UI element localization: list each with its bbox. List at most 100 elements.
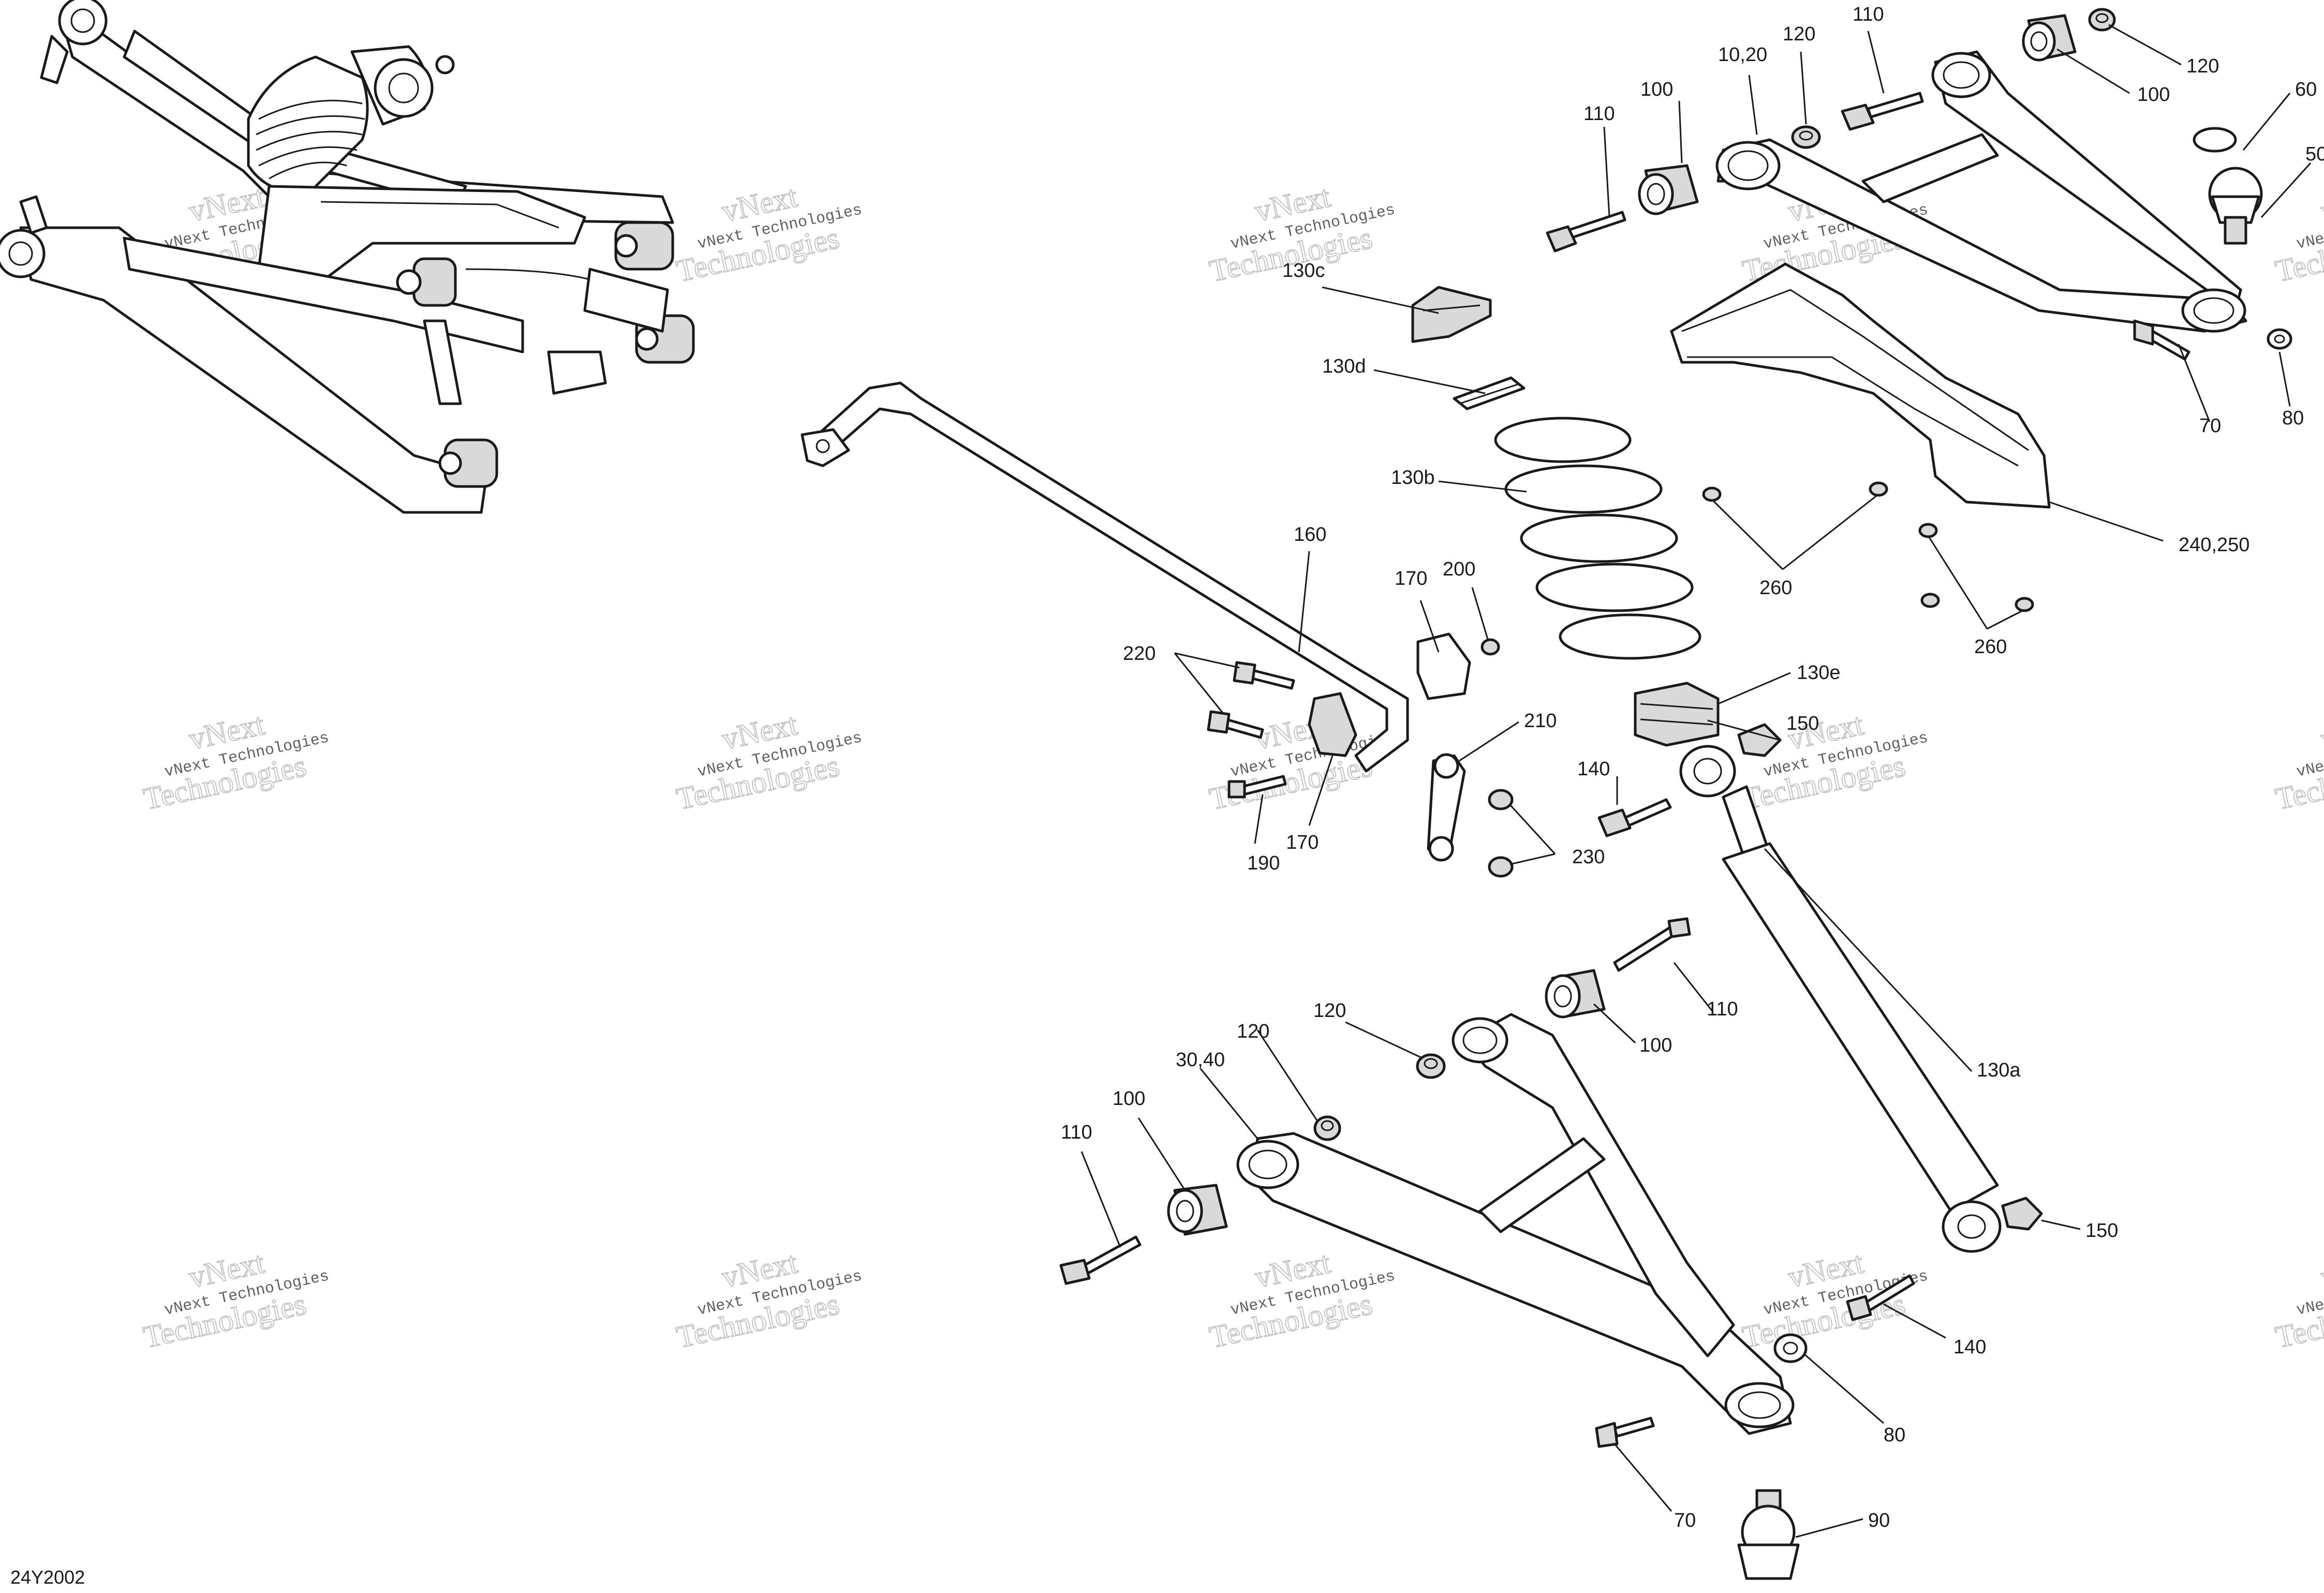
stabilizer-bar-160	[801, 381, 1409, 773]
callout-120-low: 120	[1237, 1021, 1269, 1042]
ball-joint-50	[2193, 127, 2263, 245]
skid-plate-240-250	[1670, 262, 2051, 509]
callout-70-low: 70	[1674, 1510, 1696, 1531]
callout-10-20: 10,20	[1718, 44, 1767, 66]
leader-lines	[1080, 24, 2312, 1538]
watermark-vnext: vNext	[2318, 1245, 2324, 1294]
callout-120-mid: 120	[1313, 1000, 1346, 1022]
callout-130e: 130e	[1797, 662, 1841, 684]
callout-50: 50	[2305, 143, 2324, 165]
callout-260-a: 260	[1759, 577, 1792, 599]
callout-120-top-right: 120	[2186, 55, 2219, 77]
callout-110-top: 110	[1853, 4, 1884, 25]
callout-230: 230	[1572, 846, 1605, 868]
nut-120-mid	[1416, 1053, 1446, 1079]
lower-a-arm	[1236, 1013, 1795, 1435]
watermark-technologies: Technologies	[2273, 748, 2324, 816]
bolt-110-top	[1841, 92, 1924, 131]
watermark-technologies: Technologies	[2273, 220, 2324, 288]
spring-shim-130d	[1453, 376, 1526, 410]
bushing-170-bottom	[1308, 692, 1357, 757]
bushing-100-low	[1167, 1184, 1228, 1236]
callout-130a: 130a	[1977, 1059, 2021, 1081]
bolt-110-mid	[1613, 917, 1691, 972]
callout-130d: 130d	[1322, 356, 1366, 377]
bolt-110-low	[1059, 1235, 1142, 1285]
callout-170-bottom: 170	[1286, 832, 1319, 853]
bolt-140-low	[1846, 1274, 1915, 1321]
nut-120-low	[1313, 1115, 1341, 1141]
upper-a-arm	[1715, 50, 2247, 333]
callout-labels: 10,20 120 110 120 100 60 50 110 100 130c…	[1061, 4, 2324, 1531]
callout-130c: 130c	[1282, 260, 1325, 282]
callout-220: 220	[1123, 643, 1156, 665]
ball-joint-90	[1737, 1489, 1800, 1580]
callout-260-b: 260	[1974, 636, 2007, 658]
callout-90: 90	[1868, 1510, 1890, 1531]
nuts-230	[1488, 789, 1514, 878]
callout-200: 200	[1443, 558, 1475, 580]
washer-80-low	[1773, 1333, 1808, 1363]
bolt-70-top	[2133, 319, 2190, 361]
bracket-170-top	[1416, 632, 1471, 700]
callout-70-top: 70	[2199, 415, 2221, 437]
callout-190: 190	[1247, 852, 1280, 874]
callout-140-low: 140	[1953, 1336, 1986, 1358]
watermark-technologies: Technologies	[2273, 1287, 2324, 1354]
nut-150-low	[2001, 1197, 2043, 1231]
callout-60: 60	[2295, 79, 2317, 100]
spring-seat-130c	[1411, 286, 1492, 343]
callout-100-mid: 100	[1639, 1035, 1672, 1056]
washer-80-top	[2267, 328, 2292, 350]
bushing-100-top-left	[1638, 164, 1699, 215]
callout-100-low: 100	[1113, 1088, 1145, 1110]
callout-110-top-left: 110	[1583, 103, 1615, 125]
bolt-110-top-left	[1546, 211, 1626, 253]
callout-140-mid: 140	[1577, 758, 1610, 780]
callout-120-top: 120	[1783, 23, 1815, 45]
assembled-suspension	[0, 0, 695, 514]
callout-100-top-right: 100	[2137, 84, 2170, 106]
stabilizer-link-210	[1427, 753, 1466, 862]
bolt-190	[1227, 775, 1287, 799]
callout-150-low: 150	[2085, 1220, 2118, 1242]
shock-absorber-130a	[1679, 745, 2002, 1253]
callout-30-40: 30,40	[1176, 1049, 1225, 1071]
bolt-140-mid	[1597, 798, 1672, 837]
spring-seat-130e	[1634, 682, 1720, 747]
callout-110-mid: 110	[1707, 998, 1738, 1020]
watermark-vnext: vNext	[2318, 179, 2324, 228]
callout-80-low: 80	[1884, 1424, 1905, 1446]
coil-spring-130b	[1494, 417, 1701, 660]
callout-240-250: 240,250	[2179, 534, 2249, 556]
nut-200	[1481, 638, 1500, 656]
callout-100-top-left: 100	[1640, 79, 1673, 100]
watermark-vnext: vNext	[2318, 707, 2324, 756]
callout-130b: 130b	[1391, 467, 1435, 489]
callout-170-top: 170	[1395, 568, 1427, 589]
bolt-70-low	[1595, 1417, 1655, 1448]
callout-80-top: 80	[2282, 407, 2304, 429]
nut-120-top-right	[2088, 8, 2116, 32]
diagram-code: 24Y2002	[10, 1567, 85, 1588]
bushing-100-mid	[1545, 969, 1606, 1019]
callout-150-top: 150	[1786, 713, 1819, 734]
nut-120-top	[1791, 125, 1821, 149]
callout-160: 160	[1294, 524, 1326, 545]
callout-210: 210	[1524, 710, 1557, 732]
bushing-100-top-right	[2022, 14, 2077, 62]
nut-150-top	[1737, 723, 1782, 757]
